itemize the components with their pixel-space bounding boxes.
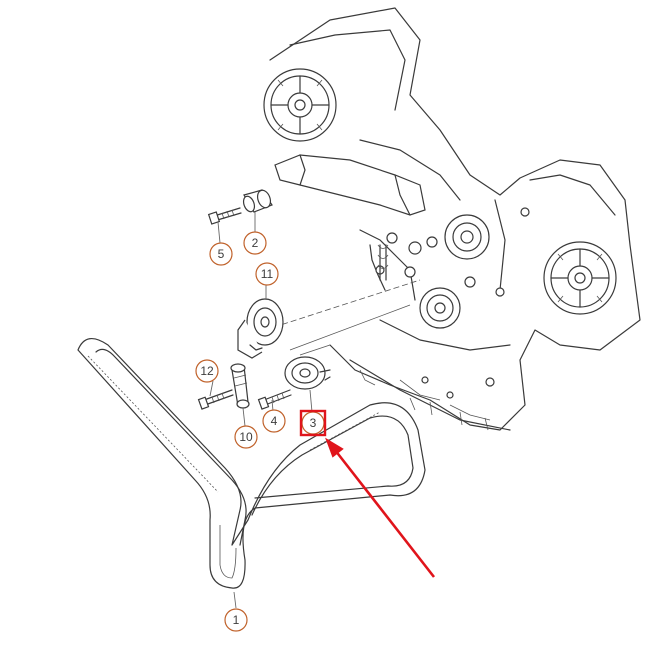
engine-block — [269, 7, 641, 431]
callout-11-label: 11 — [261, 267, 274, 281]
callout-4: 4 — [262, 409, 286, 433]
callout-4-label: 4 — [271, 414, 278, 428]
part-2-sleeve — [242, 189, 273, 213]
leader-lines — [209, 212, 313, 609]
part-11-idler-pulley — [237, 298, 284, 359]
part-3-tensioner-pulley — [284, 356, 331, 390]
part-5-bolt — [207, 207, 242, 225]
callout-1: 1 — [224, 608, 248, 632]
callout-2: 2 — [243, 231, 267, 255]
crankshaft-sprocket — [419, 287, 461, 329]
callout-5-label: 5 — [218, 247, 225, 261]
callout-5: 5 — [209, 242, 233, 266]
mounting-studs — [264, 279, 421, 356]
callout-10: 10 — [234, 425, 258, 449]
part-12-bolt — [197, 389, 234, 410]
callout-12: 12 — [195, 359, 219, 383]
water-pump-pulley — [444, 214, 490, 260]
callout-11: 11 — [255, 262, 279, 286]
callout-10-label: 10 — [239, 430, 253, 444]
part-4-bolt — [257, 389, 292, 410]
red-pointer-arrow — [325, 437, 436, 578]
callout-12-label: 12 — [200, 364, 214, 378]
callout-3: 3 — [301, 411, 325, 435]
camshaft-sprocket-right — [543, 241, 617, 315]
callout-3-label: 3 — [310, 416, 317, 430]
callout-2-label: 2 — [252, 236, 259, 250]
highlight-box-part-3 — [299, 409, 327, 437]
part-1-timing-belt — [77, 338, 426, 589]
callout-1-label: 1 — [233, 613, 240, 627]
camshaft-sprocket-left — [263, 68, 337, 142]
part-10-tensioner-damper — [230, 363, 250, 409]
